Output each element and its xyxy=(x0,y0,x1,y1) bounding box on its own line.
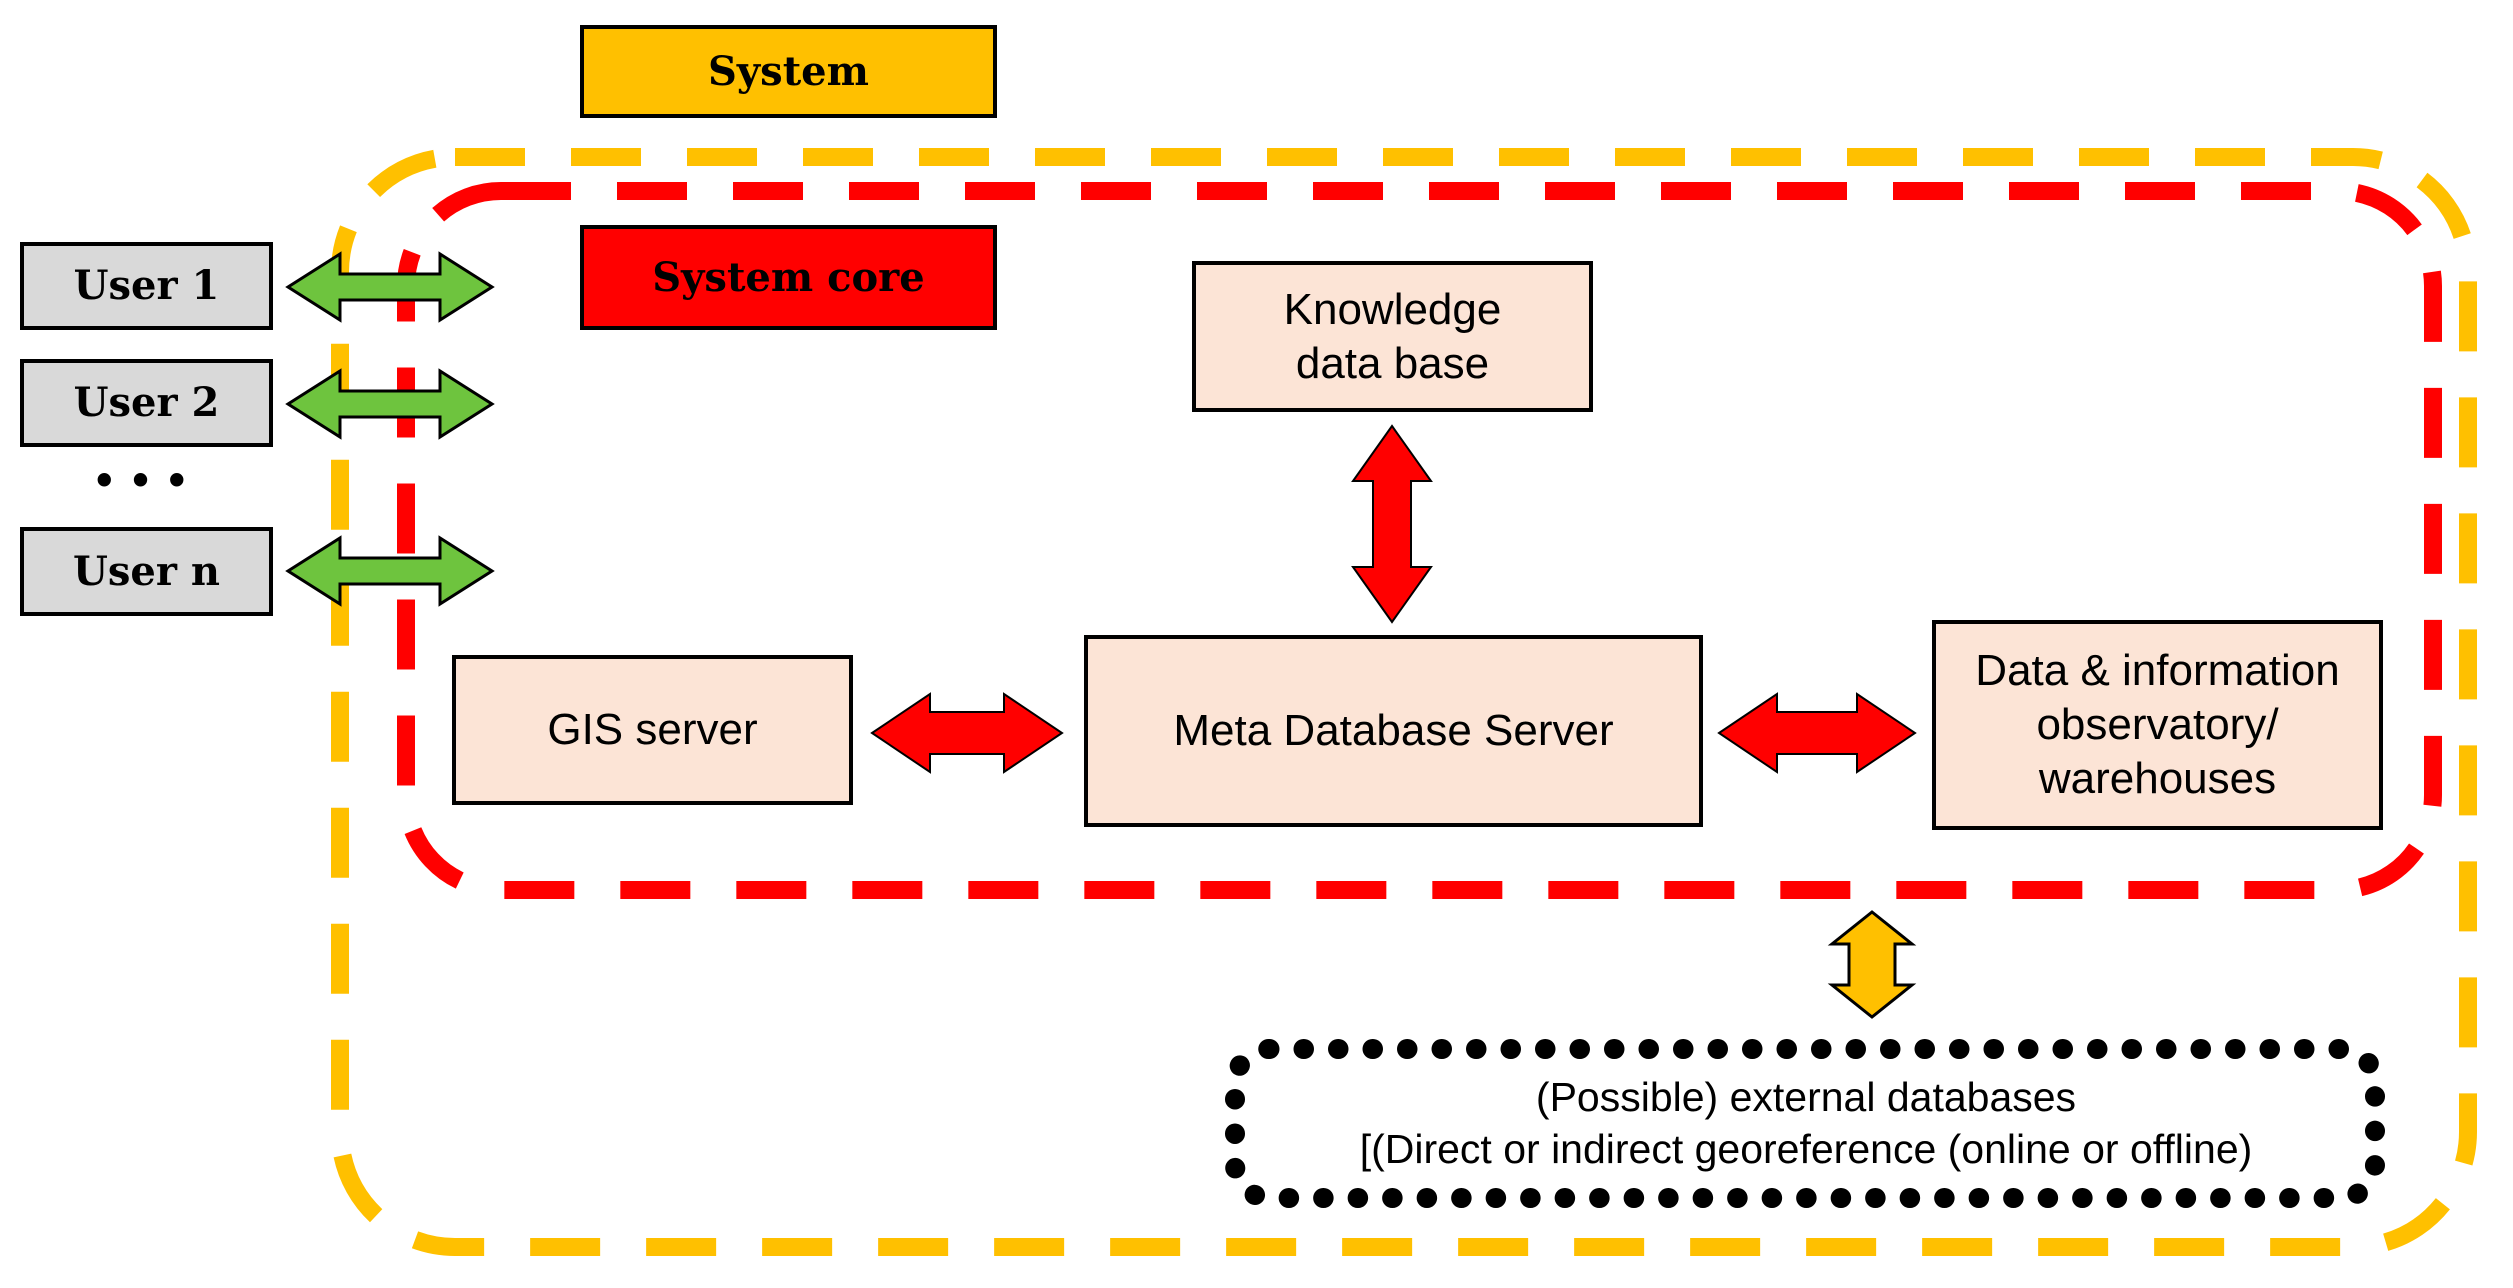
core-external-double-arrow xyxy=(1827,910,1917,1019)
user1-system-double-arrow xyxy=(285,251,495,323)
user-2-box: User 2 xyxy=(20,359,273,447)
users-ellipsis: ••• xyxy=(92,457,201,503)
gis-meta-double-arrow xyxy=(870,692,1064,774)
usern-system-double-arrow xyxy=(285,535,495,607)
user-1-box: User 1 xyxy=(20,242,273,330)
system-box: System xyxy=(580,25,997,118)
user-n-box: User n xyxy=(20,527,273,616)
meta-database-server-box: Meta Database Server xyxy=(1084,635,1703,827)
knowledge-database-box: Knowledge data base xyxy=(1192,261,1593,412)
system-core-box: System core xyxy=(580,225,997,330)
external-databases-box: (Possible) external databases [(Direct o… xyxy=(1359,1074,2253,1172)
user2-system-double-arrow xyxy=(285,368,495,440)
data-warehouse-box: Data & information observatory/ warehous… xyxy=(1932,620,2383,830)
meta-warehouse-double-arrow xyxy=(1717,692,1917,774)
knowledge-meta-double-arrow xyxy=(1351,424,1433,624)
gis-server-box: GIS server xyxy=(452,655,853,805)
